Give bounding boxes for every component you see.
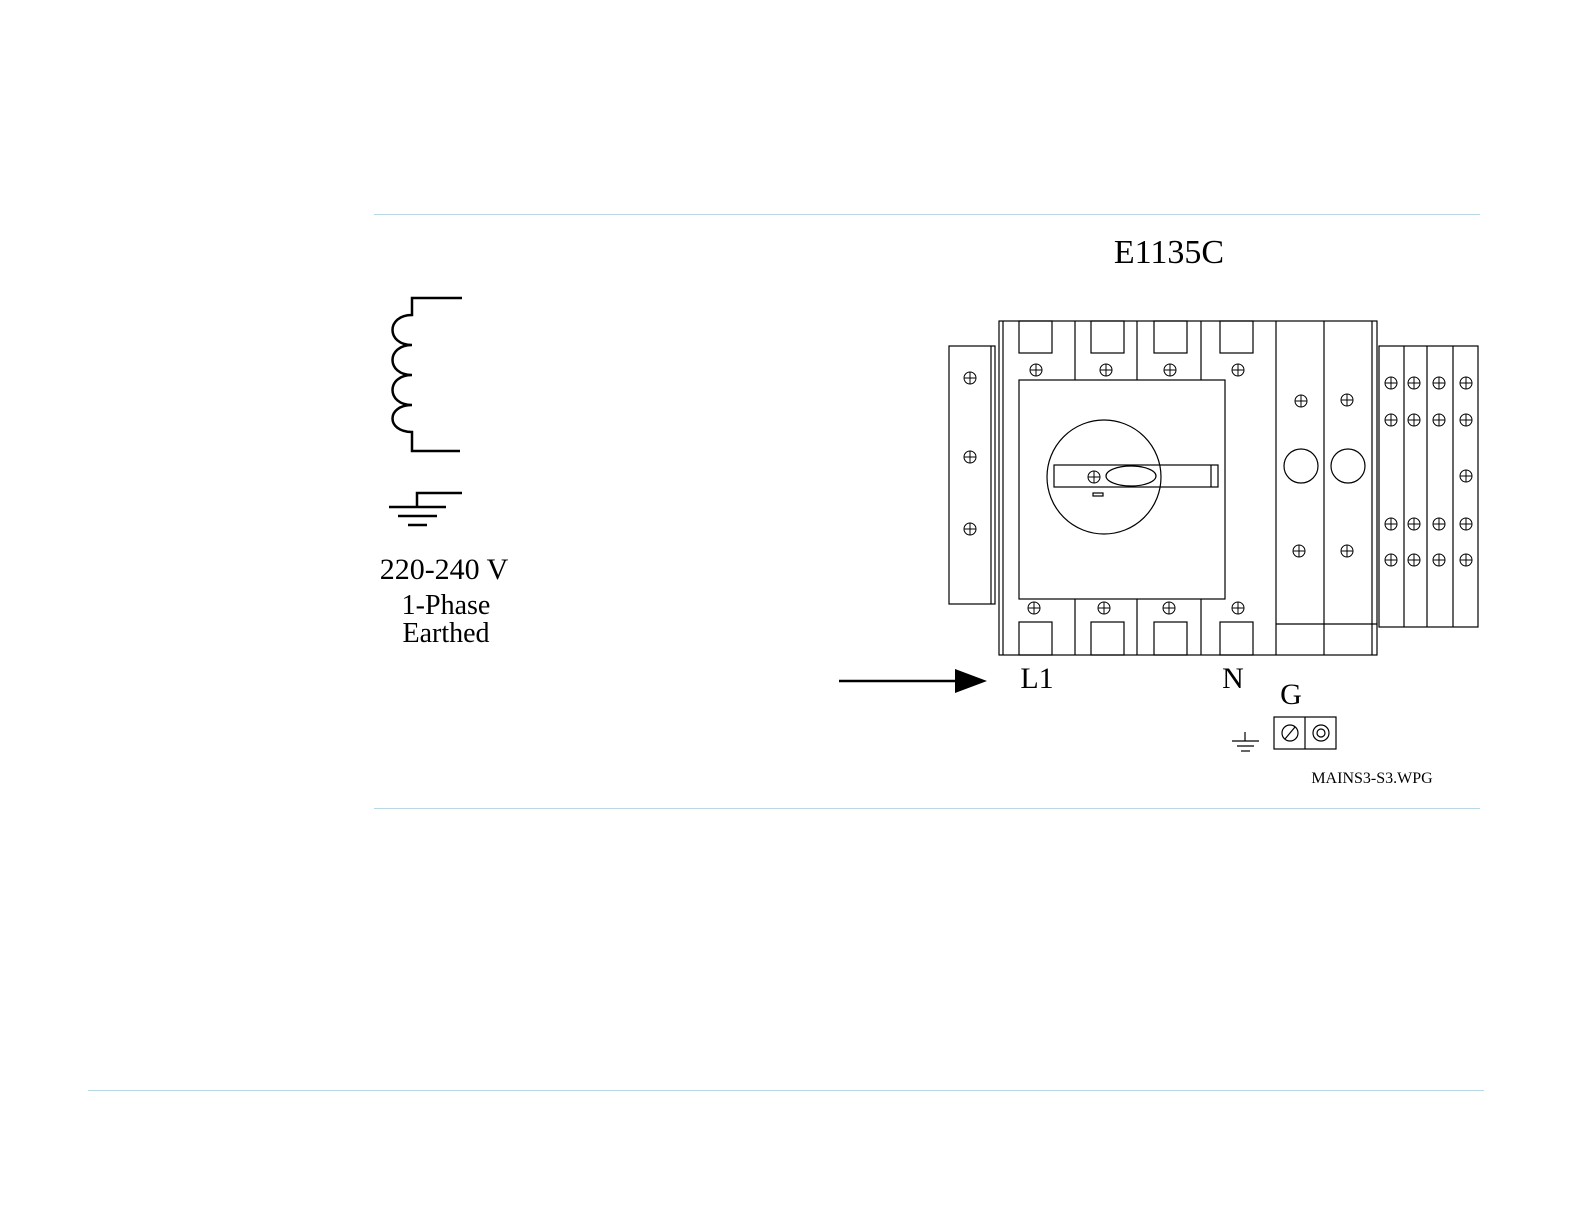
disconnect-switch-drawing <box>949 321 1478 655</box>
transformer-coil-icon <box>393 298 463 451</box>
file-reference: MAINS3-S3.WPG <box>1311 770 1433 787</box>
terminal-n-label: N <box>1222 662 1244 695</box>
terminal-l1-label: L1 <box>1020 662 1053 695</box>
supply-earthing-label: Earthed <box>402 618 489 649</box>
supply-voltage-label: 220-240 V <box>380 553 509 586</box>
arrow-right-icon <box>839 669 987 693</box>
ground-terminal-block <box>1274 717 1336 749</box>
terminal-g-label: G <box>1280 678 1302 711</box>
ground-symbol-icon <box>1232 732 1259 751</box>
supply-phase-label: 1-Phase <box>402 590 491 621</box>
model-title: E1135C <box>1114 234 1224 271</box>
earth-ground-icon <box>389 493 462 525</box>
